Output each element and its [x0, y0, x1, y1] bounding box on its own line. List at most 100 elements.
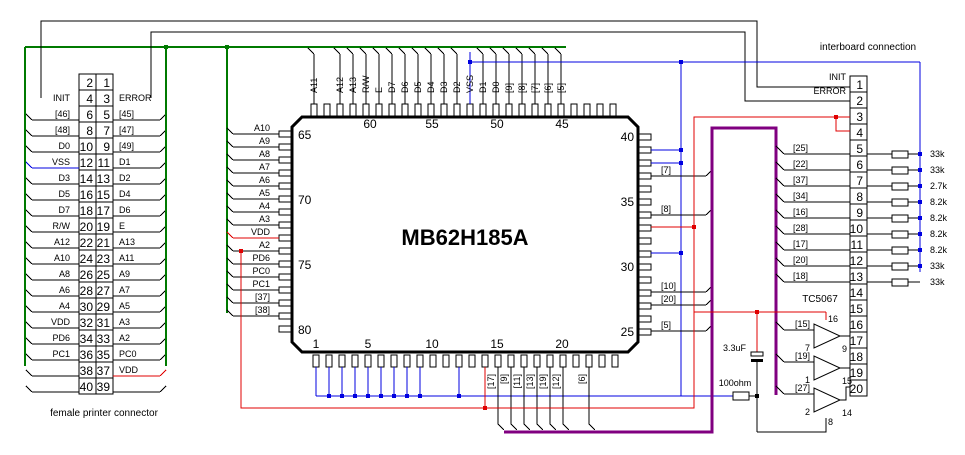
chip-pin — [492, 103, 500, 117]
chip-pin — [557, 103, 565, 117]
resistor — [891, 230, 909, 239]
wire-bend — [226, 166, 234, 174]
chip-pin — [312, 354, 320, 368]
chip-pin — [390, 354, 398, 368]
pin-number: 34 — [80, 332, 94, 346]
chip-pin — [442, 354, 450, 368]
wire-bend — [226, 244, 234, 252]
chip-pin — [494, 354, 502, 368]
left-pin-label: [38] — [255, 305, 270, 315]
wire-bend — [775, 353, 785, 363]
pin-number: 15 — [842, 376, 852, 386]
wire-bend — [775, 225, 785, 235]
wire-bend — [385, 47, 393, 55]
buffer-input-label: [27] — [795, 383, 810, 393]
pin-number: 17 — [850, 334, 864, 348]
chip-pin — [479, 103, 487, 117]
signal-label: VDD — [51, 317, 71, 327]
wire-bend — [25, 385, 33, 393]
left-pin-label: A5 — [259, 188, 270, 198]
right-pin-label: [5] — [661, 320, 671, 330]
signal-label: A4 — [59, 301, 70, 311]
wire-bend — [226, 153, 234, 161]
chip-pin — [518, 103, 526, 117]
pin-number: 35 — [621, 195, 635, 209]
wire-bend — [541, 47, 549, 55]
chip-pin — [278, 286, 292, 294]
chip-pin — [544, 103, 552, 117]
top-pin-label: [9] — [504, 83, 514, 93]
wire-bend — [536, 423, 544, 431]
pin-number: 20 — [80, 220, 94, 234]
chip-pin — [572, 354, 580, 368]
chip-pin — [427, 103, 435, 117]
wire-bend — [510, 423, 518, 431]
wire-bend — [226, 205, 234, 213]
top-pin-label: D3 — [439, 81, 449, 93]
signal-label: A12 — [54, 237, 70, 247]
signal-label: D2 — [119, 173, 131, 183]
capacitor-value: 3.3uF — [723, 343, 747, 353]
chip-pin — [559, 354, 567, 368]
chip-pin — [278, 195, 292, 203]
wire-bend — [159, 385, 167, 393]
chip-pin — [453, 103, 461, 117]
right-pin-label: [20] — [661, 294, 676, 304]
wire-bend — [25, 113, 33, 121]
pin-number: 2 — [805, 407, 810, 417]
resistor-value: 2.7k — [930, 181, 948, 191]
chip-pin — [533, 354, 541, 368]
pin-number: 25 — [97, 268, 111, 282]
resistor — [891, 198, 909, 207]
signal-label: A5 — [119, 301, 130, 311]
chip-pin — [507, 354, 515, 368]
chip-pin — [323, 103, 331, 117]
buffer-input-label: [19] — [795, 351, 810, 361]
chip-pin — [403, 354, 411, 368]
signal-label: [47] — [119, 125, 134, 135]
junction-dot — [918, 168, 922, 172]
pin-number: 2 — [856, 94, 863, 108]
pin-number: 27 — [97, 284, 111, 298]
wire-bend — [549, 423, 557, 431]
chip-pin — [416, 354, 424, 368]
pin-number: 2 — [86, 76, 93, 90]
right-pin-label: [8] — [661, 204, 671, 214]
wire-bend — [775, 145, 785, 155]
chip-pin — [278, 260, 292, 268]
chip-pin — [611, 354, 619, 368]
chip-pin — [278, 143, 292, 151]
chip-pin — [364, 354, 372, 368]
top-pin-label: D6 — [400, 81, 410, 93]
top-pin-label: D4 — [426, 81, 436, 93]
pin-number: 5 — [103, 108, 110, 122]
chip-pin — [278, 208, 292, 216]
pin-number: 13 — [97, 172, 111, 186]
resistor-value: 33k — [930, 165, 945, 175]
signal-label: [37] — [793, 175, 808, 185]
chip-pin — [531, 103, 539, 117]
chip-pin — [638, 237, 652, 245]
vdd-wire — [693, 116, 850, 312]
wire-bend — [226, 192, 234, 200]
wire-bend — [775, 321, 785, 331]
chip-pin — [638, 185, 652, 193]
wire-bend — [25, 177, 33, 185]
wire-bend — [25, 241, 33, 249]
wire-bend — [25, 193, 33, 201]
chip-pin — [278, 234, 292, 242]
top-pin-label: [8] — [517, 83, 527, 93]
pin-number: 9 — [842, 344, 847, 354]
pin-number: 8 — [828, 417, 833, 427]
pin-number: 18 — [850, 350, 864, 364]
bottom-pin-label: [6] — [577, 374, 587, 384]
buffer-input-label: [15] — [795, 319, 810, 329]
top-pin-label: D2 — [452, 81, 462, 93]
pin-number: 15 — [490, 337, 504, 351]
junction-dot — [918, 216, 922, 220]
wire-bend — [775, 257, 785, 267]
wire-bend — [226, 231, 234, 239]
signal-label: [22] — [793, 159, 808, 169]
pin-number: 80 — [298, 323, 312, 337]
chip-pin — [520, 354, 528, 368]
